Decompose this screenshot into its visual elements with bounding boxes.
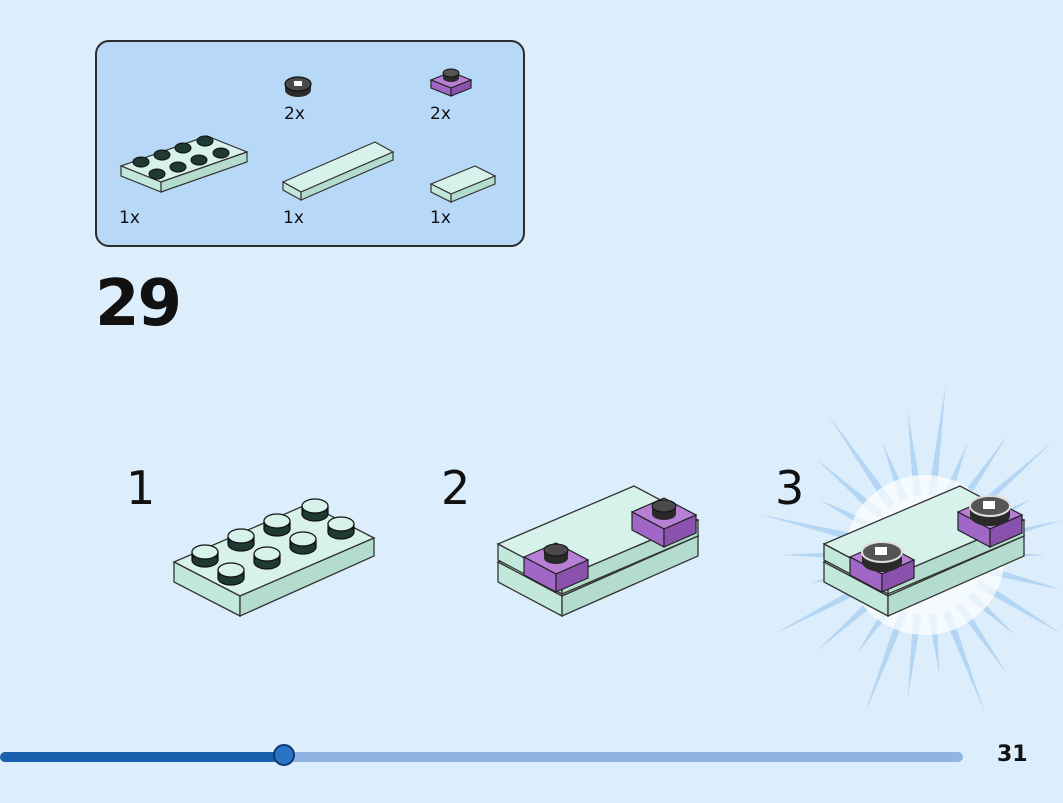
round-tile-printed-icon [284, 76, 312, 97]
part-qty: 2x [284, 104, 305, 124]
burst-ray [907, 411, 922, 497]
page-number: 31 [997, 742, 1028, 767]
progress-knob [273, 744, 296, 766]
part-qty: 1x [430, 208, 451, 228]
progress-bar [0, 744, 963, 766]
substep-label: 3 [775, 461, 805, 515]
part-qty: 1x [283, 208, 304, 228]
burst-ray [976, 579, 1062, 635]
burst-ray [828, 415, 895, 509]
part-qty: 1x [119, 208, 140, 228]
substep-label: 2 [441, 461, 471, 515]
substep-label: 1 [126, 461, 156, 515]
burst-ray [864, 609, 908, 714]
part-qty: 2x [430, 104, 451, 124]
burst-ray [907, 613, 922, 699]
progress-fill [0, 752, 285, 762]
plate-2x4-mint-icon [119, 135, 249, 193]
burst-ray [928, 386, 946, 497]
substep-3-model [822, 485, 1026, 618]
plate-1x1-purple-icon [429, 68, 473, 97]
tile-1x6-mint-icon [281, 141, 395, 202]
parts-list-box: 2x 2x 1x 1x 1x [95, 40, 525, 247]
tile-1x2-mint-icon [429, 165, 497, 203]
step-number: 29 [95, 267, 182, 341]
substep-1-model [172, 498, 376, 618]
substep-2-model [496, 485, 700, 618]
burst-ray [942, 609, 986, 714]
